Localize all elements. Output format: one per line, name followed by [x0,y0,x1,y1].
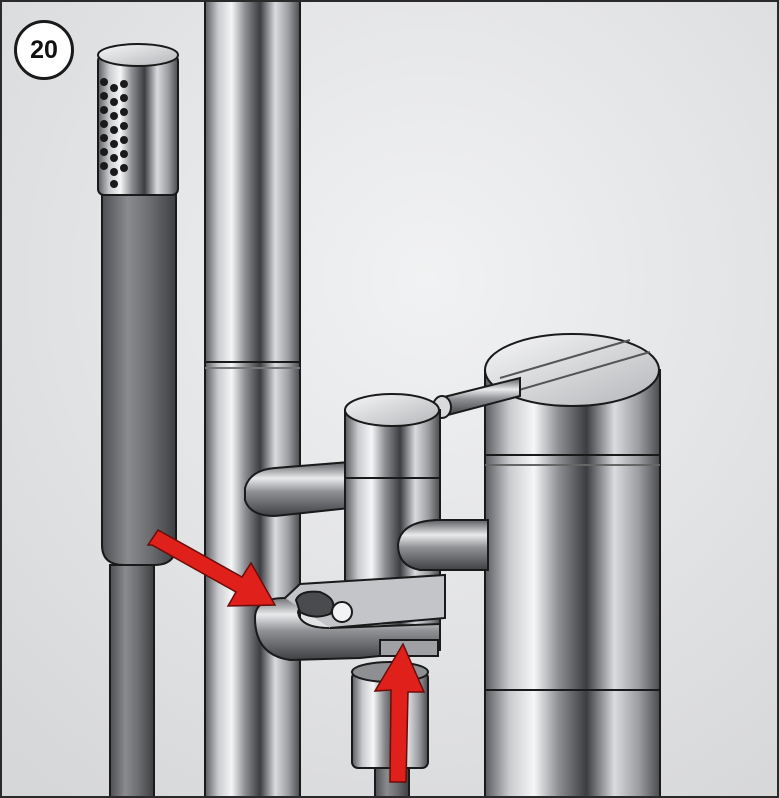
shower-handset-icon [97,43,179,798]
riser-pipe-icon [204,0,301,798]
handset-holder-icon [253,573,446,662]
spray-nozzles [100,78,128,188]
step-number-badge: 20 [14,20,74,80]
mixer-body-icon [484,333,661,798]
arrow-icon [146,529,426,783]
